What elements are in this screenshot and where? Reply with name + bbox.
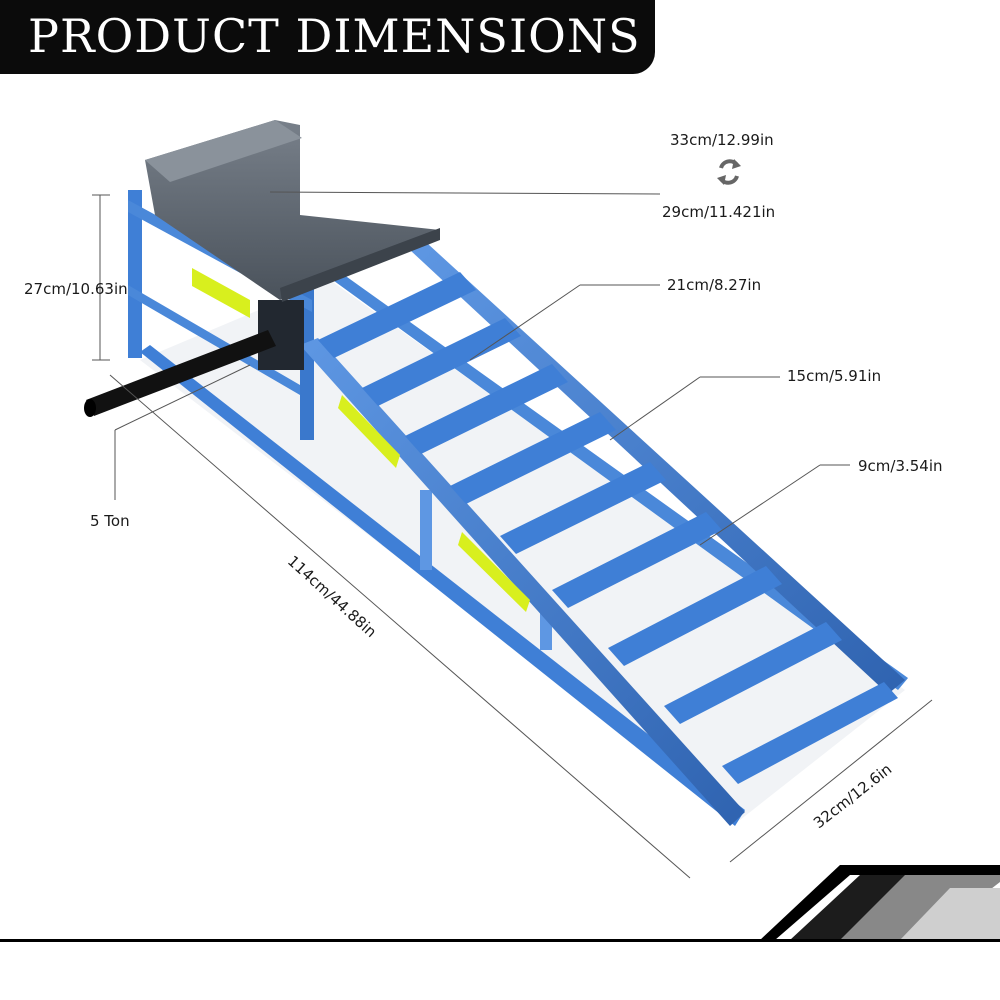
capacity-label: 5 Ton [90,512,130,530]
platform-width-label: 29cm/11.421in [662,203,776,221]
steps [318,272,898,784]
jack-handle [86,330,276,416]
reflector-strip [458,532,530,612]
platform-length-label: 33cm/12.99in [670,131,774,149]
header-banner: PRODUCT DIMENSIONS [0,0,655,74]
step [405,364,568,454]
step [450,412,616,504]
step [362,318,521,406]
step [552,512,722,608]
step-2-label: 15cm/5.91in [787,367,882,385]
step [500,462,666,554]
swap-arrows-icon [717,159,741,185]
page-title: PRODUCT DIMENSIONS [28,9,641,63]
right-stringer [410,244,905,694]
height-label: 27cm/10.63in [24,280,128,298]
left-stringer [300,338,745,826]
rear-post-left [128,190,142,358]
step [664,622,842,724]
post-1 [420,490,432,570]
reflector-strip [192,268,250,318]
jack-handle-end [84,399,96,417]
platform-front-lip [280,228,440,302]
dimension-lines [92,191,933,879]
left-base-rail [140,345,745,826]
decor-stripe [760,865,1000,940]
rear-frame-bar-low [128,285,300,395]
step-1-label: 21cm/8.27in [667,276,762,294]
step [722,682,898,784]
step [318,272,476,358]
platform-lip [145,120,302,182]
step-3-label: 9cm/3.54in [858,457,943,475]
bottom-divider [0,939,1000,942]
reflector-strip [338,395,400,468]
decor-stripe [900,888,1000,940]
step [608,566,782,666]
